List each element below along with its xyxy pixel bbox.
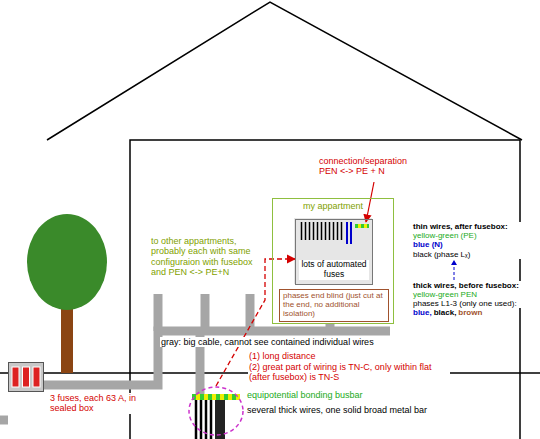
cable-branch	[201, 294, 210, 331]
pen-note: connection/separation PEN <-> PE + N	[318, 156, 416, 177]
wire-color: brown	[457, 308, 483, 317]
cable-branch	[154, 294, 163, 331]
thick-notes: thick wires, before fusebox:yellow-green…	[412, 281, 536, 309]
apartment-label: my appartment	[276, 201, 390, 211]
wire	[195, 398, 198, 439]
wiring-note: (1) long distance	[248, 351, 317, 361]
wire-color: yellow-green PEN	[412, 290, 536, 299]
metal-bar	[215, 398, 225, 439]
notes-heading: thick wires, before fusebox:	[412, 281, 536, 290]
cable-to-flat	[326, 324, 335, 331]
busbar-stripes	[192, 394, 240, 400]
pe-bar-stripes	[355, 224, 369, 228]
busbar-note: several thick wires, one solid broad met…	[246, 405, 428, 415]
wiring-note: (2) great part of wiring is TN-C, only w…	[248, 362, 450, 383]
neutral-wire	[346, 222, 348, 244]
color-list: blue,black,brown	[412, 308, 536, 317]
cable-incoming	[0, 416, 8, 425]
other-flats-note: to other appartments, probably each with…	[150, 236, 260, 277]
fusebox-label: lots of automated fuses	[299, 260, 369, 280]
arrow-head	[451, 260, 457, 265]
fuse	[33, 367, 40, 387]
sealed-box-fill	[8, 362, 44, 392]
phase-end-note: phases end blind (just cut at the end, n…	[283, 292, 385, 319]
busbar-region: equipotential bonding busbarseveral thic…	[188, 386, 244, 436]
wire	[200, 398, 203, 439]
fuse-row	[299, 222, 343, 240]
busbar-outline	[188, 386, 244, 436]
wire-color: blue,	[412, 308, 433, 317]
pen-leader	[366, 182, 374, 222]
tree-crown	[27, 214, 107, 310]
wire-color: blue (N)	[412, 240, 536, 249]
wire-color: yellow-green (PE)	[412, 231, 536, 240]
fusebox: lots of automated fuses	[295, 219, 373, 285]
fuse	[23, 367, 30, 387]
wire-color: black (phase Lₓ)	[412, 250, 536, 259]
phase-end-box: phases end blind (just cut at the end, n…	[279, 289, 389, 322]
wire	[210, 398, 213, 439]
cable-branch	[246, 294, 255, 331]
wire-notes: thin wires, after fusebox:yellow-green (…	[412, 222, 536, 318]
tree-trunk	[61, 300, 73, 373]
fuse	[12, 367, 19, 387]
wire-note: phases L1-3 (only one used):	[412, 299, 536, 308]
fuse-note: 3 fuses, each 63 A, in sealed box	[49, 393, 151, 414]
cable-note: gray: big cable, cannot see contained in…	[160, 337, 375, 347]
thin-notes: thin wires, after fusebox:yellow-green (…	[412, 222, 536, 259]
notes-heading: thin wires, after fusebox:	[412, 222, 536, 231]
fusebox-fill	[294, 218, 372, 284]
busbar	[192, 394, 240, 400]
blue-dashed-arrow	[412, 259, 532, 281]
arrow-shaft	[454, 264, 455, 280]
neutral-wire	[350, 222, 352, 244]
busbar-label: equipotential bonding busbar	[246, 390, 364, 400]
roof	[47, 2, 522, 140]
apartment-box: my appartment lots of automated fuses phas…	[272, 198, 394, 324]
sealed-fuse-box: 3 fuses, each 63 A, in sealed box	[8, 362, 44, 392]
dashed-ellipse	[189, 387, 243, 435]
pe-bar	[355, 224, 369, 228]
wire-color: black,	[433, 308, 458, 317]
